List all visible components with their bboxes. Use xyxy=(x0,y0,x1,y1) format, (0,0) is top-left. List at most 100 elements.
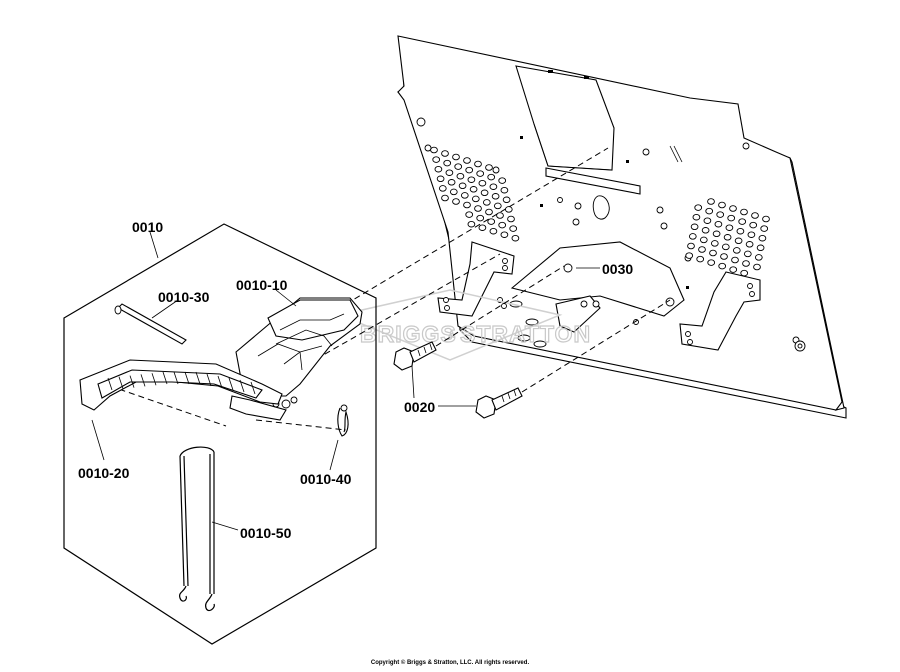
vent-hole xyxy=(474,205,482,212)
vent-hole xyxy=(487,173,496,181)
vent-hole xyxy=(754,254,763,261)
handle-grip xyxy=(79,359,283,411)
grip-rib xyxy=(107,377,113,391)
grip-rib xyxy=(118,376,124,389)
callout-0010-40: 0010-40 xyxy=(300,471,352,487)
vent-hole xyxy=(743,250,752,258)
grip-rib xyxy=(250,381,256,395)
vent-hole xyxy=(742,260,750,267)
vent-hole xyxy=(441,194,449,202)
vent-hole xyxy=(723,234,732,241)
vent-hole xyxy=(432,156,441,163)
vent-hole xyxy=(443,159,452,167)
vent-hole xyxy=(709,249,717,257)
deck-panel xyxy=(397,35,847,419)
bolt-lower xyxy=(475,387,523,419)
vent-hole xyxy=(509,225,518,232)
vent-hole xyxy=(738,218,747,225)
vent-hole xyxy=(698,246,706,253)
grip-rib xyxy=(206,373,212,387)
vent-hole xyxy=(718,262,727,270)
callout-0020: 0020 xyxy=(404,399,435,415)
assembly-lines xyxy=(109,147,671,431)
vent-hole xyxy=(465,211,474,218)
vent-hole xyxy=(485,208,493,216)
vent-hole xyxy=(456,172,465,180)
vent-hole xyxy=(460,192,469,199)
vent-hole xyxy=(438,185,447,192)
vent-hole xyxy=(705,207,714,215)
vent-hole xyxy=(721,243,730,251)
grip-rib xyxy=(173,371,179,385)
left-mount-bracket xyxy=(437,241,515,317)
vent-hole xyxy=(703,217,712,224)
vent-hole xyxy=(489,227,498,235)
watermark-left: BRIGGS xyxy=(360,321,457,347)
vent-hole xyxy=(694,204,703,211)
vent-hole xyxy=(685,252,694,259)
handle-pin xyxy=(114,303,187,345)
vent-hole xyxy=(736,227,745,235)
vent-hole xyxy=(507,215,515,223)
grip-rib xyxy=(217,375,223,389)
vent-grid-left xyxy=(430,146,520,242)
vent-hole xyxy=(454,163,463,170)
vent-hole xyxy=(485,164,493,171)
grip-rib xyxy=(228,377,234,391)
vent-hole xyxy=(452,153,460,161)
vent-hole xyxy=(469,186,478,193)
kit-hexagon xyxy=(63,223,377,645)
vent-hole xyxy=(458,182,467,190)
vent-hole xyxy=(758,234,767,242)
vent-hole xyxy=(716,211,725,218)
vent-hole xyxy=(710,240,719,247)
vent-hole xyxy=(751,212,759,219)
vent-hole xyxy=(745,241,754,248)
panel-nut-right xyxy=(794,340,806,352)
vent-hole xyxy=(463,157,471,164)
vent-hole xyxy=(740,208,748,216)
vent-hole xyxy=(496,212,504,219)
vent-hole xyxy=(727,214,736,222)
vent-hole xyxy=(476,214,485,222)
vent-hole xyxy=(467,176,476,183)
vent-hole xyxy=(699,236,708,244)
grip-rib xyxy=(195,371,201,385)
vent-hole xyxy=(690,223,699,231)
vent-hole xyxy=(493,202,502,210)
grip-rib xyxy=(129,375,135,388)
vent-hole xyxy=(504,206,513,213)
callout-0010-20: 0010-20 xyxy=(78,465,130,481)
vent-hole xyxy=(500,231,509,238)
vent-hole xyxy=(489,183,498,190)
callout-0010-30: 0010-30 xyxy=(158,289,210,305)
grip-rib xyxy=(239,379,245,393)
bolt-upper xyxy=(393,341,437,371)
vent-hole xyxy=(434,165,443,173)
vent-hole xyxy=(732,247,741,254)
vent-hole xyxy=(762,215,770,223)
vent-hole xyxy=(749,221,758,229)
vent-hole xyxy=(753,263,761,271)
callout-0030: 0030 xyxy=(602,261,633,277)
vent-hole xyxy=(740,269,749,277)
vent-hole xyxy=(707,259,716,266)
watermark-joiner: & xyxy=(448,330,455,341)
vent-hole xyxy=(471,195,480,203)
vent-hole xyxy=(760,225,769,232)
center-gusset xyxy=(510,241,685,333)
vent-hole xyxy=(692,213,701,221)
vent-hole xyxy=(729,205,737,212)
vent-hole xyxy=(491,193,500,200)
vent-hole xyxy=(447,179,456,186)
vent-hole xyxy=(756,244,765,252)
callout-0010-50: 0010-50 xyxy=(240,525,292,541)
vent-hole xyxy=(449,188,458,196)
vent-hole xyxy=(478,224,487,231)
vent-hole xyxy=(452,198,460,205)
hairpin-clip xyxy=(337,404,349,437)
vent-hole xyxy=(725,224,734,231)
grip-rib xyxy=(184,371,190,385)
vent-hole xyxy=(734,237,743,245)
